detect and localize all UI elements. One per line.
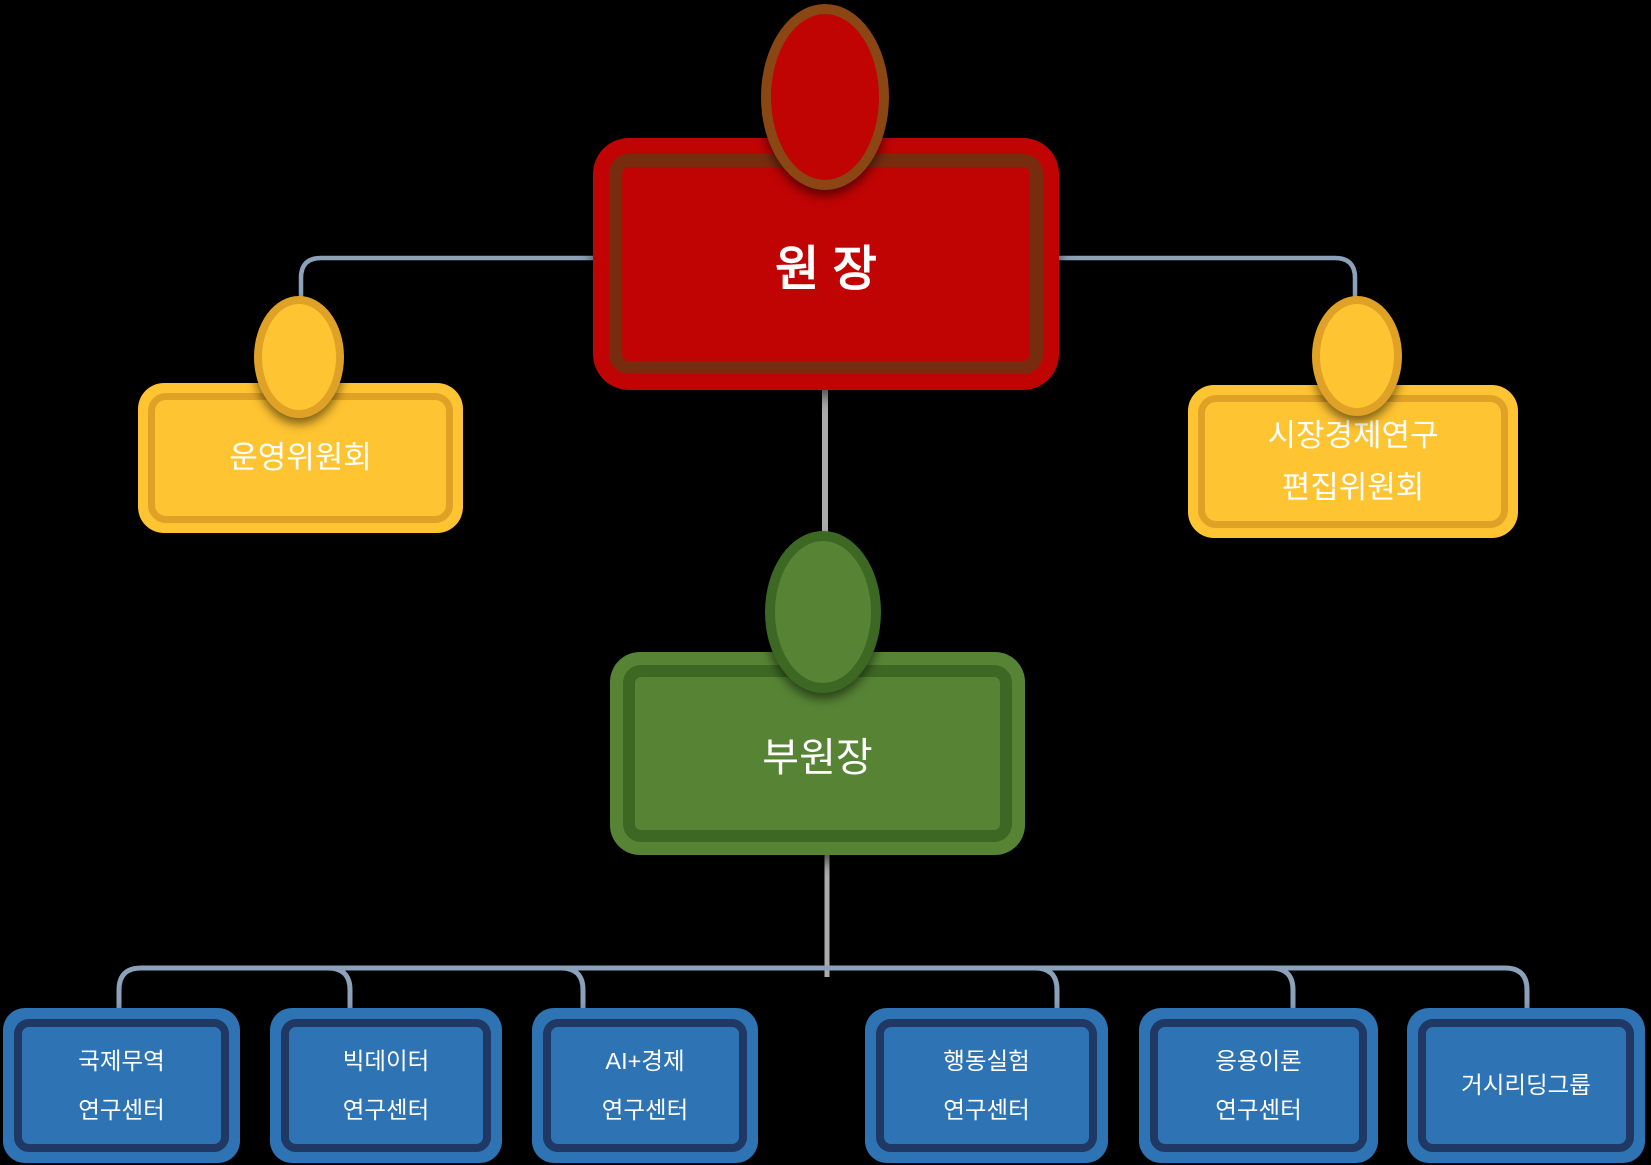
center-line1: 빅데이터	[342, 1047, 430, 1074]
center-line2: 연구센터	[78, 1096, 165, 1123]
node-center-applied-theory: 응용이론 연구센터	[1139, 1008, 1378, 1163]
connector-drop-center-2	[327, 965, 353, 1011]
center-line1: 행동실험	[943, 1047, 1030, 1074]
node-center-ai-economy: AI+경제 연구센터	[532, 1008, 758, 1163]
center-line2: 연구센터	[943, 1096, 1030, 1123]
node-director-label: 원 장	[775, 243, 877, 296]
node-center-behavioral: 행동실험 연구센터	[865, 1008, 1108, 1163]
committee-right-person-head-icon	[1312, 296, 1402, 416]
node-deputy-label: 부원장	[762, 735, 873, 780]
connector-drop-center-5	[1270, 965, 1296, 1010]
connector-drop-center-4	[1034, 965, 1060, 1010]
connector-director-committee-right	[1059, 255, 1358, 305]
center-line2: 연구센터	[601, 1096, 689, 1123]
center-line2: 연구센터	[342, 1096, 430, 1123]
connector-drop-center-3	[560, 965, 586, 1011]
committee-left-person-head-icon	[254, 296, 344, 418]
node-center-macro-reading: 거시리딩그룹	[1407, 1008, 1645, 1163]
center-line1: 응용이론	[1215, 1047, 1302, 1074]
node-center-intl-trade: 국제무역 연구센터	[3, 1008, 240, 1163]
center-line1: 국제무역	[78, 1047, 165, 1074]
node-committee-right-line1: 시장경제연구	[1267, 417, 1439, 453]
node-committee-left-label: 운영위원회	[229, 440, 372, 475]
director-person-head-icon	[761, 4, 889, 190]
connector-director-committee-left	[298, 255, 593, 305]
node-committee-right-line2: 편집위원회	[1281, 469, 1425, 505]
node-center-bigdata: 빅데이터 연구센터	[270, 1008, 502, 1163]
deputy-person-head-icon	[765, 531, 881, 693]
center-line2: 연구센터	[1215, 1096, 1302, 1123]
connector-bus	[116, 965, 1530, 1011]
center-line1: AI+경제	[605, 1047, 685, 1074]
center-line1: 거시리딩그룹	[1461, 1072, 1591, 1098]
